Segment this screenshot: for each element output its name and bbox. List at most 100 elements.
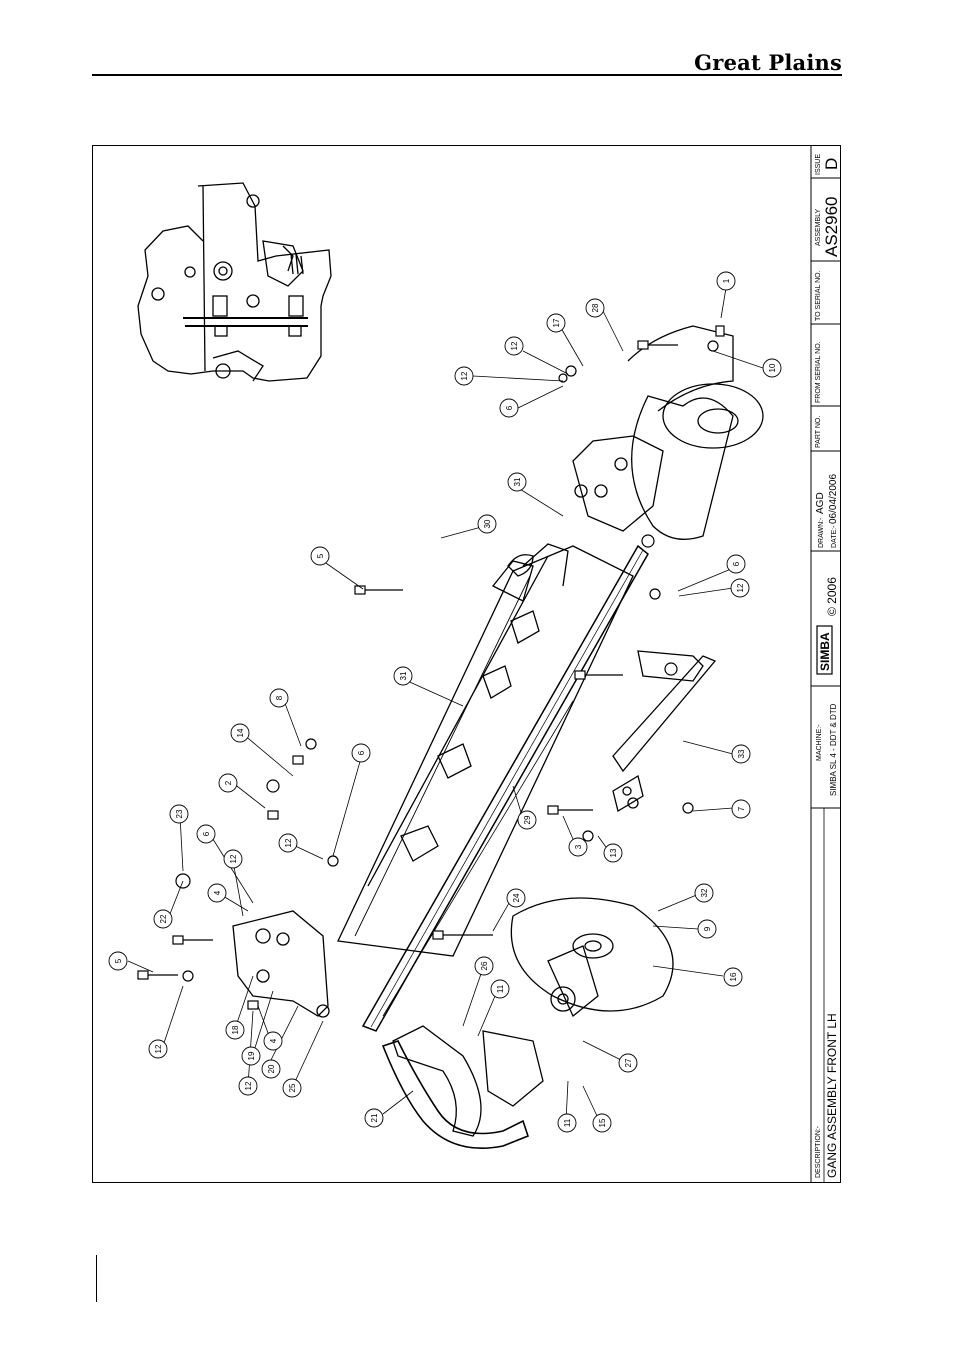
callout-12c — [730, 578, 750, 598]
callout-15 — [592, 1113, 612, 1133]
svg-text:SIMBA: SIMBA — [818, 632, 832, 671]
svg-text:3: 3 — [574, 844, 583, 849]
svg-text:23: 23 — [175, 809, 184, 818]
callout-21 — [364, 1108, 384, 1128]
callout-2 — [218, 773, 238, 793]
svg-text:29: 29 — [523, 815, 532, 824]
svg-text:4: 4 — [213, 890, 222, 895]
assembly-label: ASSEMBLY — [815, 208, 822, 246]
callout-6b — [726, 554, 746, 574]
callout-12a — [504, 336, 524, 356]
assembly-value: AS2960 — [822, 197, 840, 258]
part-no-label: PART NO. — [815, 416, 822, 448]
svg-text:4: 4 — [269, 1038, 278, 1043]
svg-text:6: 6 — [505, 405, 514, 410]
callout-30 — [477, 514, 497, 534]
callout-12f — [148, 1039, 168, 1059]
fastener-bolts — [137, 325, 725, 1010]
callout-5b — [108, 951, 128, 971]
svg-text:24: 24 — [512, 893, 521, 902]
callout-12g — [238, 1076, 258, 1096]
svg-text:16: 16 — [729, 972, 738, 981]
svg-text:31: 31 — [513, 477, 522, 486]
svg-text:12: 12 — [510, 341, 519, 350]
callout-23 — [169, 804, 189, 824]
brand-logo: Great Plains — [694, 50, 842, 75]
left-bracket-assembly — [232, 910, 599, 1137]
svg-text:32: 32 — [700, 888, 709, 897]
callout-33 — [731, 744, 751, 764]
description-value: GANG ASSEMBLY FRONT LH — [825, 1013, 839, 1178]
svg-text:17: 17 — [552, 318, 561, 327]
skid-runner — [381, 1040, 529, 1149]
footer-tick — [96, 1255, 97, 1302]
callout-7 — [731, 799, 751, 819]
svg-text:7: 7 — [737, 806, 746, 811]
svg-text:12: 12 — [154, 1044, 163, 1053]
date-value: 06/04/2006 — [828, 474, 839, 524]
callout-10 — [762, 358, 782, 378]
title-block — [810, 146, 840, 1182]
technical-drawing: DESCRIPTION:- GANG ASSEMBLY FRONT LH MAC… — [108, 146, 840, 1182]
gang-beam-frame — [337, 543, 649, 1032]
disc-blade — [510, 897, 674, 1012]
inset-detail — [137, 182, 332, 382]
callout-25 — [282, 1078, 302, 1098]
svg-text:13: 13 — [609, 848, 618, 857]
callout-12b — [454, 366, 474, 386]
issue-label: ISSUE — [815, 154, 822, 175]
callout-28 — [585, 298, 605, 318]
svg-text:12: 12 — [229, 854, 238, 863]
callout-6a — [499, 398, 519, 418]
svg-text:6: 6 — [357, 750, 366, 755]
svg-text:6: 6 — [202, 831, 211, 836]
callout-4a — [207, 883, 227, 903]
callout-18 — [225, 1020, 245, 1040]
from-serial-label: FROM SERIAL NO. — [815, 341, 822, 403]
svg-text:33: 33 — [737, 749, 746, 758]
callout-22 — [153, 909, 173, 929]
svg-text:10: 10 — [768, 363, 777, 372]
svg-text:30: 30 — [483, 519, 492, 528]
svg-text:20: 20 — [267, 1064, 276, 1073]
copyright: © 2006 — [825, 577, 839, 616]
drawn-label: DRAWN:- — [818, 517, 825, 548]
callout-11a — [490, 979, 510, 999]
svg-text:26: 26 — [480, 961, 489, 970]
drawn-value: AGD — [815, 492, 826, 514]
right-disc-assembly — [507, 325, 764, 813]
svg-text:12: 12 — [244, 1081, 253, 1090]
description-label: DESCRIPTION:- — [815, 1125, 822, 1178]
callout-12e — [223, 849, 243, 869]
callout-12d — [278, 833, 298, 853]
callout-13 — [603, 843, 623, 863]
callout-1 — [716, 271, 736, 291]
svg-text:5: 5 — [114, 958, 123, 963]
callout-20 — [261, 1059, 281, 1079]
callout-4b — [263, 1031, 283, 1051]
leader-lines — [127, 287, 764, 1122]
machine-label: MACHINE:- — [816, 724, 823, 761]
date-label: DATE:- — [831, 525, 838, 548]
callout-14 — [230, 723, 250, 743]
callout-11b — [557, 1113, 577, 1133]
svg-text:12: 12 — [284, 838, 293, 847]
callout-19 — [241, 1046, 261, 1066]
callout-5a — [310, 546, 330, 566]
svg-text:9: 9 — [703, 926, 712, 931]
svg-text:5: 5 — [316, 553, 325, 558]
callout-17 — [546, 313, 566, 333]
svg-text:18: 18 — [231, 1025, 240, 1034]
svg-text:22: 22 — [159, 914, 168, 923]
callout-balloons — [108, 271, 782, 1133]
issue-value: D — [822, 158, 840, 170]
svg-text:14: 14 — [236, 728, 245, 737]
callout-8 — [269, 688, 289, 708]
callout-31b — [393, 666, 413, 686]
callout-16 — [723, 967, 743, 987]
svg-text:25: 25 — [288, 1083, 297, 1092]
drawing-sheet: DESCRIPTION:- GANG ASSEMBLY FRONT LH MAC… — [92, 145, 841, 1183]
callout-3 — [568, 837, 588, 857]
svg-text:1: 1 — [722, 278, 731, 283]
svg-text:2: 2 — [224, 780, 233, 785]
